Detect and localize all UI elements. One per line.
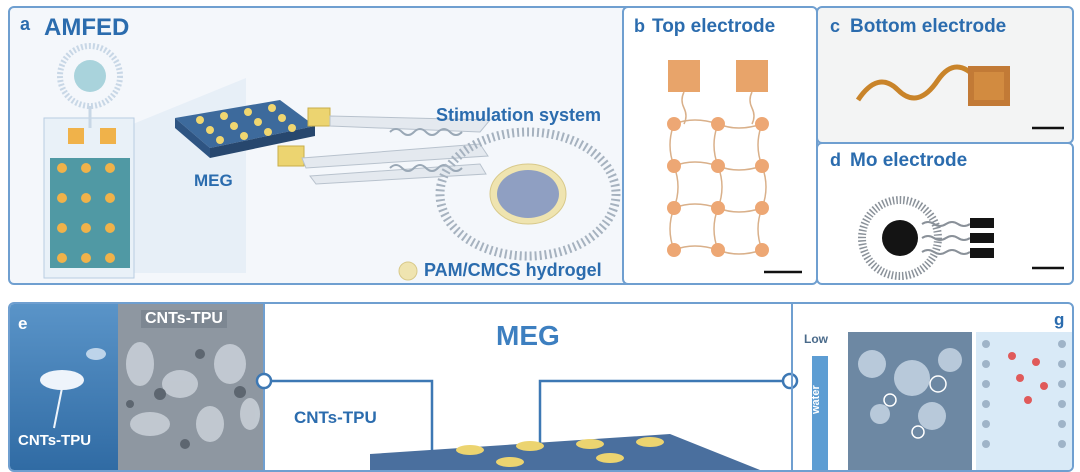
low-label: Low bbox=[804, 332, 828, 346]
stimulation-label: Stimulation system bbox=[436, 105, 602, 125]
meg-block bbox=[175, 100, 315, 148]
water-gradient-bar bbox=[812, 356, 828, 470]
panel-c-title: Bottom electrode bbox=[850, 16, 1007, 37]
panel-e-letter: e bbox=[18, 314, 28, 333]
mo-electrode-illustration bbox=[858, 196, 1064, 280]
panel-a-letter: a bbox=[20, 14, 31, 34]
panel-c: c Bottom electrode bbox=[816, 6, 1074, 144]
bottom-electrode-illustration bbox=[855, 64, 1064, 130]
panel-d-title: Mo electrode bbox=[850, 150, 968, 171]
panel-d: d Mo electrode bbox=[816, 142, 1074, 285]
connector-node-right bbox=[781, 372, 799, 390]
water-label: water bbox=[810, 385, 822, 414]
hydrogel-label: PAM/CMCS hydrogel bbox=[424, 260, 602, 280]
panel-a-title: AMFED bbox=[44, 14, 130, 41]
stimulation-ring bbox=[435, 127, 621, 261]
panel-efg: e CNTs-TPU CNTs-TPU MEG CNTs-TPU g Low w… bbox=[8, 302, 1074, 472]
meg-title: MEG bbox=[496, 320, 560, 351]
panel-g-letter: g bbox=[1054, 310, 1065, 329]
cnts-tpu-label: CNTs-TPU bbox=[294, 408, 377, 427]
top-electrode-illustration bbox=[667, 60, 802, 274]
connector-node-left bbox=[255, 372, 273, 390]
panel-b: b Top electrode bbox=[622, 6, 818, 285]
panel-c-letter: c bbox=[830, 16, 841, 36]
panel-e-bottom-label: CNTs-TPU bbox=[18, 432, 92, 449]
panel-a-illustration bbox=[43, 43, 621, 281]
panel-b-letter: b bbox=[634, 16, 645, 36]
meg-label: MEG bbox=[194, 171, 233, 190]
panel-b-title: Top electrode bbox=[652, 16, 776, 37]
panel-d-letter: d bbox=[830, 150, 841, 170]
meg-bottom-block bbox=[370, 434, 760, 470]
sem-label: CNTs-TPU bbox=[141, 310, 227, 328]
hydrogel-legend-dot bbox=[398, 261, 418, 281]
